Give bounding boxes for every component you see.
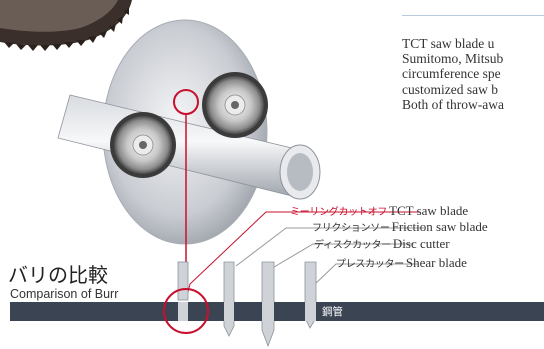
burr-title: バリの比較 [8, 263, 108, 287]
burr-subtitle: Comparison of Burr [10, 287, 119, 301]
left-saw-blade [110, 112, 176, 178]
label-jp: ミーリングカットオフ [290, 207, 387, 218]
label-en: Friction saw blade [391, 219, 488, 234]
large-saw-blade-edge [0, 0, 132, 51]
pipe-label: 鋼管 [322, 306, 343, 318]
header-rule [402, 15, 544, 16]
description-line: TCT saw blade u [402, 36, 495, 51]
description-line: Sumitomo, Mitsub [402, 51, 504, 67]
label-jp: フリクションソー [312, 223, 390, 234]
steel-pipe [57, 94, 321, 200]
label-jp: プレスカッター [336, 259, 404, 270]
right-saw-blade [202, 72, 268, 138]
burr-highlight-circle [163, 288, 209, 334]
description-text: TCT saw blade u Sumitomo, Mitsub circumf… [402, 36, 544, 112]
description-line: customized saw b [402, 81, 498, 97]
description-line: Both of throw-awa [402, 96, 504, 112]
description-line: circumference spe [402, 66, 501, 82]
label-en: Disc cutter [392, 236, 450, 251]
pipe-cross-section [10, 302, 544, 321]
label-en: TCT saw blade [389, 203, 469, 218]
label-en: Shear blade [405, 255, 467, 270]
label-jp: ディスクカッター [314, 240, 391, 251]
